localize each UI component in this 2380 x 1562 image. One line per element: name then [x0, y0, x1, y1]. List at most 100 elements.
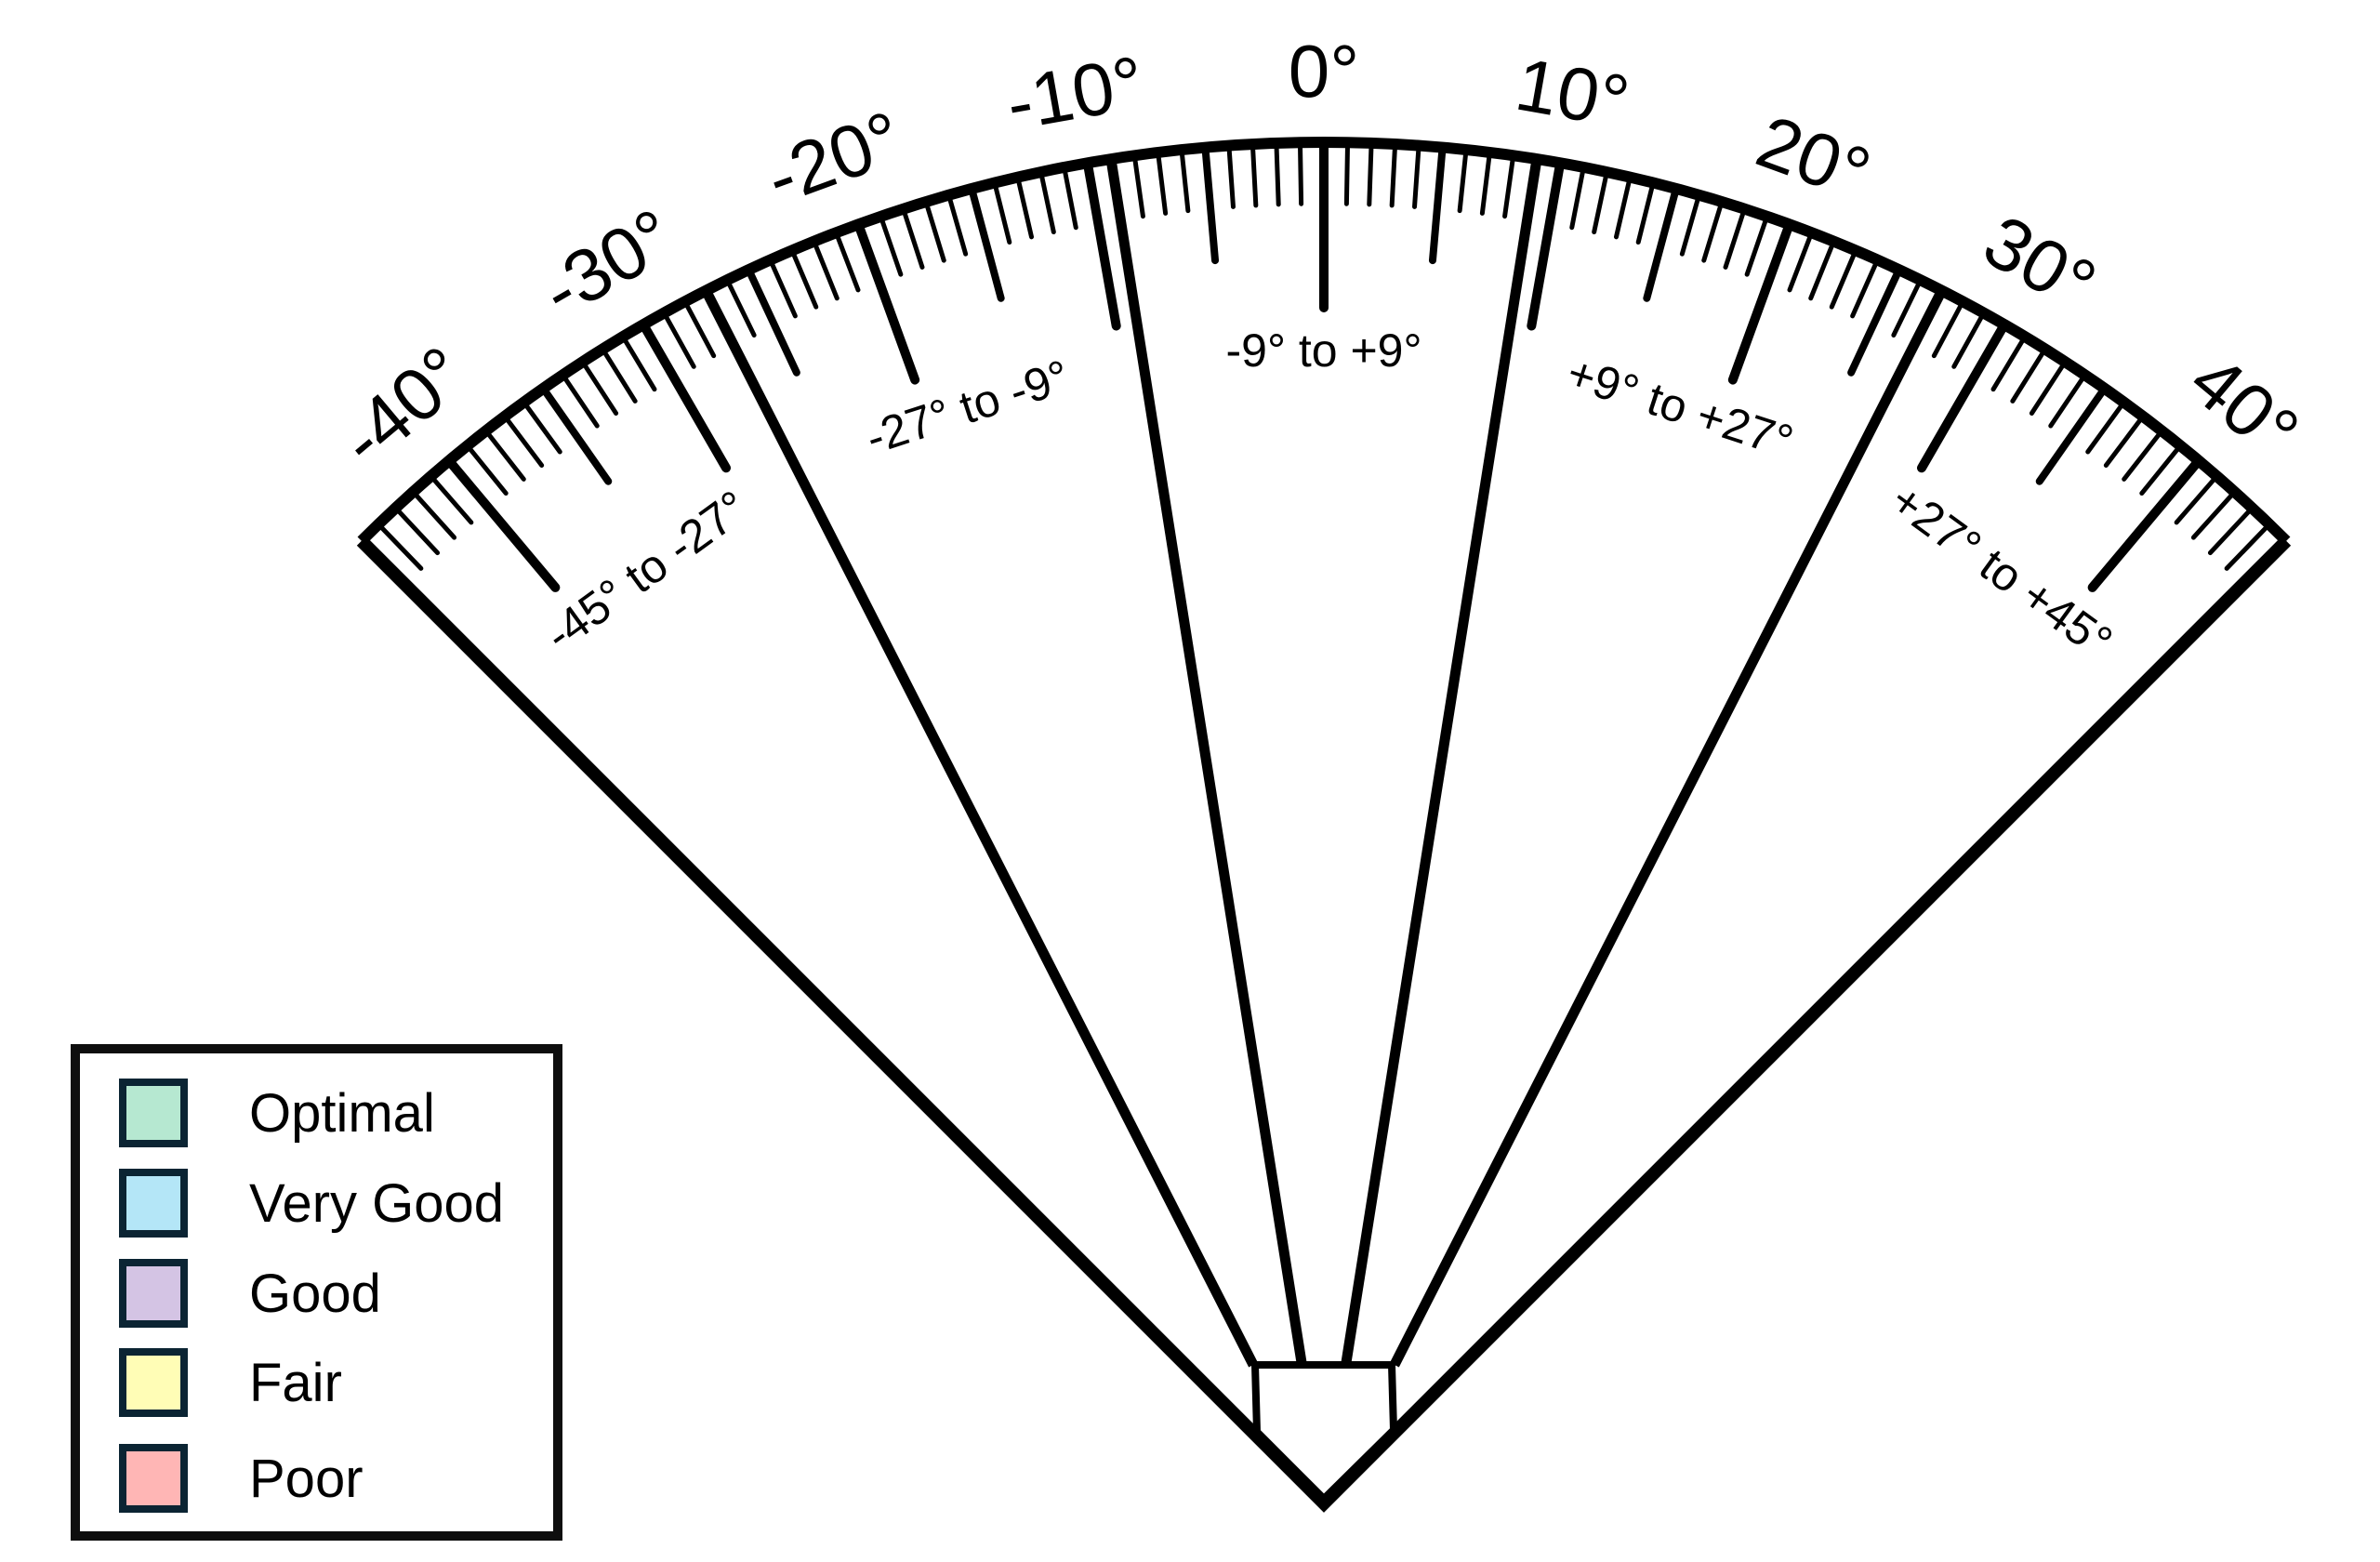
scale-tick: [1527, 158, 1566, 331]
scale-tick: [1343, 139, 1351, 206]
scale-tick: [1226, 143, 1236, 209]
degree-label: 30°: [1971, 199, 2109, 327]
scale-tick: [1891, 277, 1924, 338]
zone-boundary-line: [1341, 158, 1542, 1366]
scale-tick: [1250, 141, 1259, 208]
scale-tick: [393, 505, 441, 556]
scale-tick: [1847, 266, 1903, 377]
zone-label: +9° to +27°: [1561, 346, 1799, 468]
scale-tick: [878, 214, 904, 277]
home-plate-icon: [1250, 1361, 1398, 1504]
scale-tick: [2035, 384, 2109, 485]
legend-item-optimal: Optimal: [119, 1078, 435, 1148]
scale-tick: [1723, 206, 1747, 270]
scale-tick: [1479, 150, 1492, 216]
scale-ticks: [376, 138, 2272, 592]
scale-tick: [560, 372, 600, 429]
scale-tick: [745, 266, 800, 377]
scale-tick: [923, 199, 946, 263]
scale-tick: [853, 219, 920, 385]
scale-tick: [600, 346, 638, 404]
scale-tick: [2085, 400, 2127, 455]
scale-tick: [724, 277, 757, 338]
zone-label: -45° to -27°: [536, 481, 757, 662]
zone-boundary-line: [1390, 288, 1947, 1368]
legend-label: Good: [249, 1263, 381, 1324]
scale-tick: [2029, 359, 2068, 417]
zone-label: +27° to +45°: [1881, 473, 2122, 668]
scale-tick: [1951, 311, 1987, 369]
legend: Optimal Very Good Good Fair Poor: [71, 1044, 562, 1541]
scale-tick: [768, 258, 798, 319]
scale-tick: [539, 384, 613, 485]
scale-tick: [1635, 179, 1656, 245]
scale-tick: [1015, 175, 1035, 240]
zone-label: -9° to +9°: [1226, 324, 1422, 377]
degree-label: -20°: [756, 95, 913, 219]
scale-tick: [1808, 239, 1836, 301]
fan-outline: [356, 536, 2292, 1513]
scale-tick: [2087, 456, 2204, 592]
degree-label: 10°: [1510, 43, 1635, 144]
scale-tick: [1643, 184, 1680, 302]
zone-labels: -45° to -27° -27° to -9° -9° to +9° +9° …: [536, 324, 2122, 668]
scale-tick: [992, 179, 1012, 245]
legend-item-good: Good: [119, 1258, 381, 1329]
scale-tick: [483, 428, 526, 482]
legend-label: Very Good: [249, 1172, 505, 1234]
scale-tick: [661, 311, 696, 369]
scale-tick: [429, 473, 474, 525]
zone-boundary-lines: [701, 158, 1947, 1368]
legend-swatch-good: [119, 1259, 188, 1328]
scale-tick: [1569, 165, 1586, 231]
scale-tick: [1389, 141, 1398, 208]
scale-tick: [1367, 140, 1374, 207]
legend-label: Fair: [249, 1352, 342, 1413]
scale-tick: [1917, 320, 2009, 473]
scale-tick: [789, 247, 819, 310]
scale-tick: [1701, 199, 1725, 263]
scale-tick: [945, 192, 969, 257]
scale-tick: [2224, 522, 2272, 571]
scale-tick: [1038, 169, 1056, 235]
scale-tick: [1679, 192, 1702, 257]
legend-swatch-poor: [119, 1444, 188, 1513]
scale-tick: [376, 522, 424, 571]
legend-swatch-very-good: [119, 1169, 188, 1238]
scale-tick: [1428, 143, 1447, 265]
scale-tick: [1179, 147, 1191, 214]
degree-label: 20°: [1747, 99, 1881, 216]
scale-tick: [1201, 143, 1220, 265]
zone-label: -27° to -9°: [860, 350, 1076, 464]
scale-tick: [1744, 214, 1770, 277]
scale-tick: [833, 230, 861, 293]
scale-tick: [1592, 169, 1609, 235]
legend-item-very-good: Very Good: [119, 1168, 504, 1238]
scale-tick: [620, 334, 657, 392]
scale-tick: [580, 359, 619, 417]
scale-tick: [2103, 414, 2146, 469]
degree-labels: -40° -30° -20° -10° 0° 10° 20° 30° 40°: [324, 30, 2314, 482]
scale-tick: [443, 456, 561, 592]
scale-tick: [2048, 372, 2088, 429]
scale-tick: [1062, 165, 1078, 231]
scale-tick: [1502, 152, 1516, 219]
scale-tick: [639, 320, 731, 473]
degree-label: 0°: [1289, 30, 1359, 113]
scale-tick: [1850, 258, 1880, 319]
degree-label: -10°: [1000, 40, 1150, 145]
zone-boundary-line: [1105, 158, 1307, 1366]
scale-tick: [1829, 247, 1858, 310]
legend-item-poor: Poor: [119, 1443, 364, 1514]
legend-label: Optimal: [249, 1082, 435, 1144]
scale-tick: [1412, 143, 1421, 209]
scale-tick: [2174, 473, 2219, 525]
scale-tick: [2190, 489, 2238, 540]
scale-tick: [1156, 150, 1169, 216]
legend-item-fair: Fair: [119, 1347, 342, 1418]
legend-swatch-optimal: [119, 1079, 188, 1147]
scale-tick: [1727, 219, 1794, 385]
scale-tick: [1613, 175, 1633, 240]
scale-tick: [465, 443, 509, 496]
